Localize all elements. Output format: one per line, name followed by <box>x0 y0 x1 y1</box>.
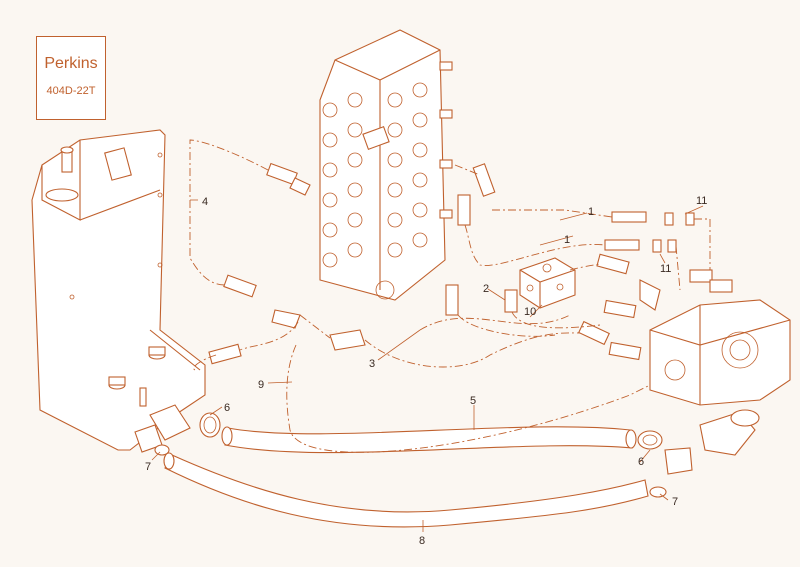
engine-model: 404D-22T <box>46 85 96 97</box>
callout-2: 2 <box>483 283 489 295</box>
manifold-block <box>519 257 576 309</box>
callout-8: 8 <box>419 535 425 547</box>
callout-9: 9 <box>258 379 264 391</box>
suction-hoses <box>163 426 649 528</box>
hydraulic-tank <box>31 129 206 451</box>
valve-fittings <box>208 162 518 365</box>
engine-label-box: Perkins 404D-22T <box>36 36 106 120</box>
callout-11b: 11 <box>660 263 671 275</box>
hydraulic-pump <box>578 253 791 456</box>
callout-7a: 7 <box>145 461 151 473</box>
control-valve-block <box>319 29 453 301</box>
callout-4: 4 <box>202 196 208 208</box>
tank-outlet-fittings <box>134 404 693 498</box>
hose-routes <box>189 139 711 453</box>
callout-6b: 6 <box>638 456 644 468</box>
connector-pairs <box>604 211 695 253</box>
callout-5: 5 <box>470 395 476 407</box>
callout-1a: 1 <box>588 206 594 218</box>
engine-brand: Perkins <box>44 55 98 72</box>
callout-1b: 1 <box>564 234 570 246</box>
callout-7b: 7 <box>672 496 678 508</box>
callout-10: 10 <box>524 306 536 318</box>
callout-6a: 6 <box>224 402 230 414</box>
callout-11a: 11 <box>696 195 707 207</box>
callout-numbers: 4 1 1 2 3 9 10 5 6 7 6 7 8 11 11 <box>145 195 707 547</box>
callout-3: 3 <box>369 358 375 370</box>
callout-leaders <box>151 199 704 532</box>
